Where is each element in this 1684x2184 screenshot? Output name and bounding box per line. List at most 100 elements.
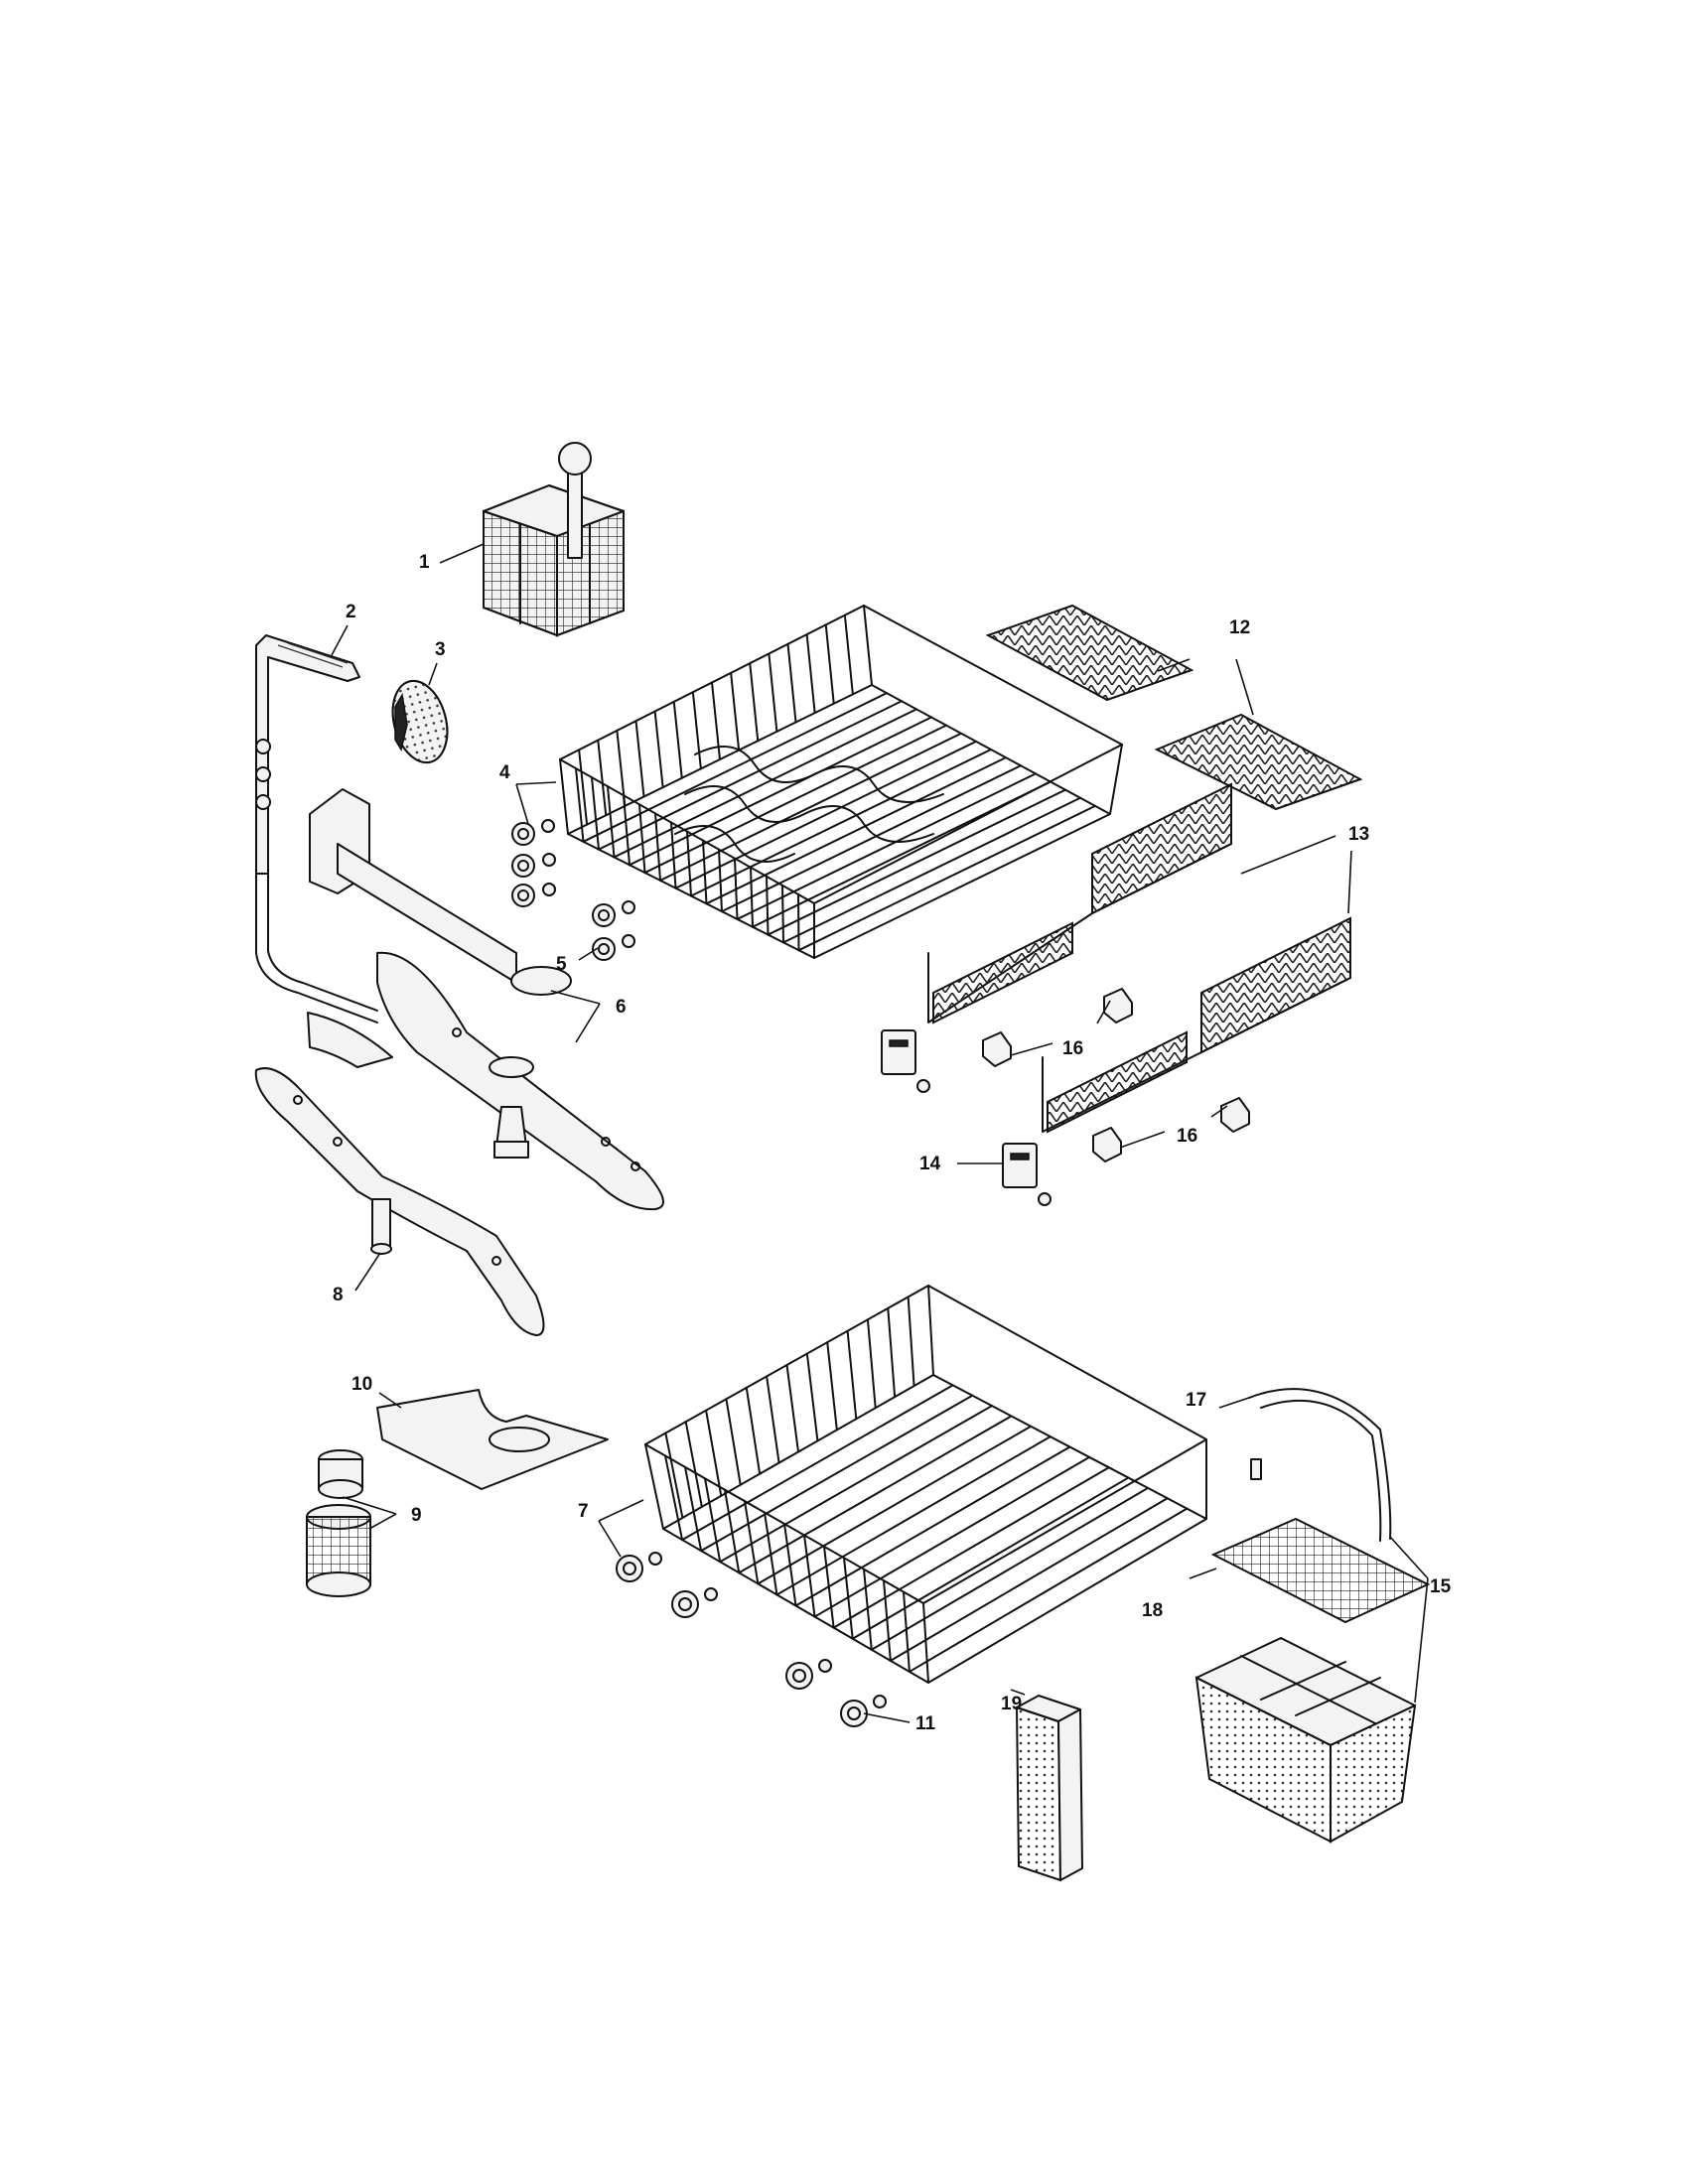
basket-handle-part-17 (1248, 1388, 1392, 1542)
rack-wire (887, 1306, 897, 1399)
rack-floor-wire (643, 724, 947, 875)
clips-part-16 (982, 988, 1250, 1162)
rack-wire (724, 1488, 741, 1574)
rack-wire (705, 1409, 723, 1497)
rack-floor-wire (659, 732, 962, 882)
rack-wire (616, 729, 627, 807)
callout-4: 4 (499, 762, 510, 783)
rack-wire (824, 623, 835, 705)
callout-17: 17 (1186, 1390, 1206, 1411)
rack-wire (823, 1545, 835, 1629)
rack-wire (846, 1329, 858, 1421)
plate-part-10 (376, 1389, 609, 1490)
callout-9: 9 (411, 1505, 422, 1526)
rack-wire (768, 652, 778, 733)
rack-floor-wire (889, 1497, 1169, 1662)
rack-floor-wire (851, 1476, 1130, 1640)
callout-8: 8 (333, 1285, 344, 1305)
rack-wire (638, 803, 646, 875)
callout-labels: 1 2 3 4 5 6 7 8 9 10 11 12 13 14 15 16 1… (333, 552, 1452, 1734)
rack-wire (653, 710, 664, 789)
callout-12: 12 (1229, 617, 1250, 638)
rack-floor-wire (705, 756, 1007, 905)
rack-floor-wire (908, 1507, 1189, 1673)
rack-wire (704, 1477, 722, 1564)
rack-wire (686, 830, 692, 897)
rack-wire (744, 1500, 760, 1585)
rack-floor-wire (752, 780, 1052, 928)
rack-floor-wire (813, 1455, 1091, 1618)
rack-wire (843, 614, 854, 696)
lower-dish-rack (644, 1285, 1207, 1684)
rack-wire (805, 1352, 819, 1442)
callout-16-lower: 16 (1177, 1126, 1197, 1147)
cutlery-basket-part-15 (1194, 1637, 1417, 1843)
upper-spray-arm-part-6 (307, 788, 664, 1211)
lower-spray-arm-part-8 (254, 1067, 545, 1336)
rack-wire (766, 1375, 780, 1464)
rack-wire (766, 875, 770, 936)
rack-floor-wire (797, 804, 1096, 952)
rack-wire (783, 1523, 797, 1607)
rack-wire (749, 662, 760, 743)
rack-floor-wire (719, 1405, 993, 1564)
callout-7: 7 (578, 1501, 589, 1522)
rack-wire (785, 1364, 799, 1453)
basket-lid-part-18 (1210, 1517, 1431, 1624)
callout-1: 1 (419, 552, 430, 573)
rack-wire (718, 848, 723, 913)
rack-floor-wire (629, 716, 932, 867)
rack-wire (664, 1454, 684, 1542)
rack-wire (883, 1579, 892, 1662)
tine-inserts-part-12 (985, 604, 1363, 811)
lower-rack-wheels-part-7 (616, 1552, 718, 1618)
rack-floor-wire (582, 692, 888, 843)
rack-floor-wire (736, 772, 1037, 920)
callout-6: 6 (616, 997, 627, 1018)
leader-lines (331, 543, 1429, 1723)
rack-wire (725, 1398, 742, 1486)
callout-2: 2 (346, 602, 356, 622)
filter-disk-part-3 (391, 679, 449, 764)
rack-wire (903, 1590, 911, 1673)
callout-15: 15 (1430, 1576, 1452, 1597)
silverware-basket-part-1 (483, 442, 625, 637)
callout-11: 11 (915, 1713, 936, 1734)
rack-wire (578, 749, 589, 826)
rack-wire (664, 1432, 684, 1519)
rack-wire (786, 642, 797, 724)
rack-wire (750, 866, 754, 928)
rack-floor-wire (767, 788, 1066, 936)
rack-floor-wire (738, 1415, 1013, 1574)
rack-wire (702, 839, 708, 905)
rack-wire (805, 633, 816, 715)
spray-tube-part-2 (255, 634, 378, 1024)
callout-3: 3 (435, 639, 446, 660)
rack-floor-wire (690, 749, 992, 897)
rack-floor-wire (757, 1425, 1033, 1585)
callout-13: 13 (1348, 824, 1369, 845)
rack-floor-wire (870, 1486, 1150, 1651)
rack-floor-wire (674, 740, 977, 889)
rack-wire (684, 1465, 703, 1553)
rack-wire (623, 794, 631, 867)
rack-wire (597, 739, 608, 817)
rack-wire (654, 812, 661, 882)
rack-wire (866, 1318, 877, 1410)
rack-wire (634, 720, 645, 798)
rack-wire (730, 671, 741, 751)
rack-wire (691, 691, 702, 770)
rack-wire (591, 776, 600, 851)
rack-wire (797, 892, 800, 952)
rack-wire (803, 1534, 816, 1618)
rack-adjusters-part-14 (881, 1029, 1052, 1206)
rack-floor-wire (598, 700, 903, 851)
rack-floor-wire (794, 1445, 1071, 1607)
rack-wire (863, 1568, 873, 1651)
rack-wire (575, 767, 585, 843)
lower-rack-wheels-part-11 (785, 1659, 887, 1727)
rack-wire (684, 1421, 703, 1508)
rack-floor-wire (832, 1466, 1110, 1629)
